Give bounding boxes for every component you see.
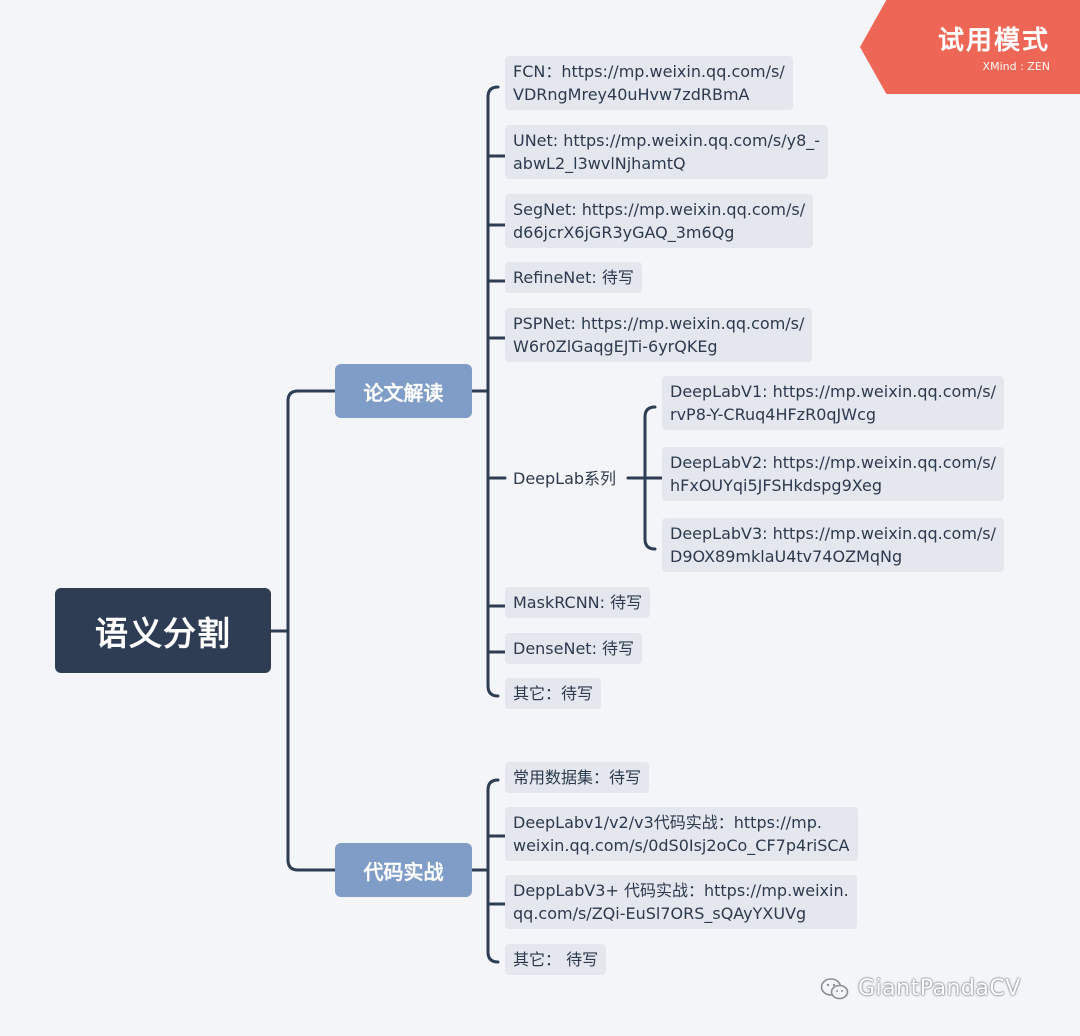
leaf-line: DeepLabv1/v2/v3代码实战：https://mp. (513, 813, 822, 832)
branch-paper-reading[interactable]: 论文解读 (335, 364, 472, 418)
leaf-deeplab-series[interactable]: DeepLab系列 (513, 469, 617, 488)
root-topic[interactable]: 语义分割 (55, 588, 271, 673)
leaf-line: SegNet: https://mp.weixin.qq.com/s/ (513, 200, 806, 219)
watermark: GiantPandaCV (820, 976, 1021, 1001)
leaf-line: abwL2_l3wvlNjhamtQ (513, 154, 686, 173)
leaf-line: DeppLabV3+ 代码实战：https://mp.weixin. (513, 881, 849, 900)
xmind-zen-label: XMind : ZEN (982, 60, 1050, 73)
leaf-line: qq.com/s/ZQi-EuSl7ORS_sQAyYXUVg (513, 904, 807, 923)
leaf-other-code[interactable]: 其它： 待写 (505, 944, 607, 975)
leaf-line: VDRngMrey40uHvw7zdRBmA (513, 85, 750, 104)
leaf-line: DeepLabV1: https://mp.weixin.qq.com/s/ (670, 382, 997, 401)
leaf-deeplabv2[interactable]: DeepLabV2: https://mp.weixin.qq.com/s/ h… (662, 447, 1005, 501)
leaf-line: UNet: https://mp.weixin.qq.com/s/y8_- (513, 131, 821, 150)
leaf-datasets[interactable]: 常用数据集：待写 (505, 762, 650, 793)
leaf-line: DeepLabV2: https://mp.weixin.qq.com/s/ (670, 453, 997, 472)
leaf-line: 其它：待写 (513, 684, 594, 703)
wechat-icon (820, 977, 849, 999)
trial-mode-badge: 试用模式 XMind : ZEN (860, 0, 1080, 94)
leaf-line: rvP8-Y-CRuq4HFzR0qJWcg (670, 405, 877, 424)
trial-mode-title: 试用模式 (937, 26, 1050, 56)
leaf-deeplabv1[interactable]: DeepLabV1: https://mp.weixin.qq.com/s/ r… (662, 376, 1005, 430)
leaf-line: weixin.qq.com/s/0dS0Isj2oCo_CF7p4riSCA (513, 836, 850, 855)
leaf-segnet[interactable]: SegNet: https://mp.weixin.qq.com/s/ d66j… (505, 194, 814, 248)
leaf-line: MaskRCNN: 待写 (513, 593, 643, 612)
leaf-line: DeepLabV3: https://mp.weixin.qq.com/s/ (670, 524, 997, 543)
watermark-text: GiantPandaCV (858, 976, 1021, 1001)
leaf-deeplabv3plus-code[interactable]: DeppLabV3+ 代码实战：https://mp.weixin. qq.co… (505, 875, 857, 929)
leaf-line: 常用数据集：待写 (513, 768, 642, 787)
branch-code-practice[interactable]: 代码实战 (335, 843, 472, 897)
leaf-densenet[interactable]: DenseNet: 待写 (505, 633, 643, 664)
leaf-pspnet[interactable]: PSPNet: https://mp.weixin.qq.com/s/ W6r0… (505, 308, 813, 362)
leaf-other-papers[interactable]: 其它：待写 (505, 678, 602, 709)
leaf-line: d66jcrX6jGR3yGAQ_3m6Qg (513, 223, 735, 242)
leaf-line: D9OX89mklaU4tv74OZMqNg (670, 547, 903, 566)
leaf-line: FCN：https://mp.weixin.qq.com/s/ (513, 62, 785, 81)
leaf-deeplabv3[interactable]: DeepLabV3: https://mp.weixin.qq.com/s/ D… (662, 518, 1005, 572)
leaf-unet[interactable]: UNet: https://mp.weixin.qq.com/s/y8_- ab… (505, 125, 829, 179)
leaf-deeplab-code[interactable]: DeepLabv1/v2/v3代码实战：https://mp. weixin.q… (505, 807, 858, 861)
leaf-line: PSPNet: https://mp.weixin.qq.com/s/ (513, 314, 805, 333)
leaf-fcn[interactable]: FCN：https://mp.weixin.qq.com/s/ VDRngMre… (505, 56, 793, 110)
leaf-line: RefineNet: 待写 (513, 268, 634, 287)
leaf-maskrcnn[interactable]: MaskRCNN: 待写 (505, 587, 651, 618)
leaf-line: DenseNet: 待写 (513, 639, 635, 658)
leaf-line: 其它： 待写 (513, 950, 599, 969)
leaf-line: W6r0ZlGaqgEJTi-6yrQKEg (513, 337, 718, 356)
leaf-refinenet[interactable]: RefineNet: 待写 (505, 262, 642, 293)
leaf-line: hFxOUYqi5JFSHkdspg9Xeg (670, 476, 882, 495)
